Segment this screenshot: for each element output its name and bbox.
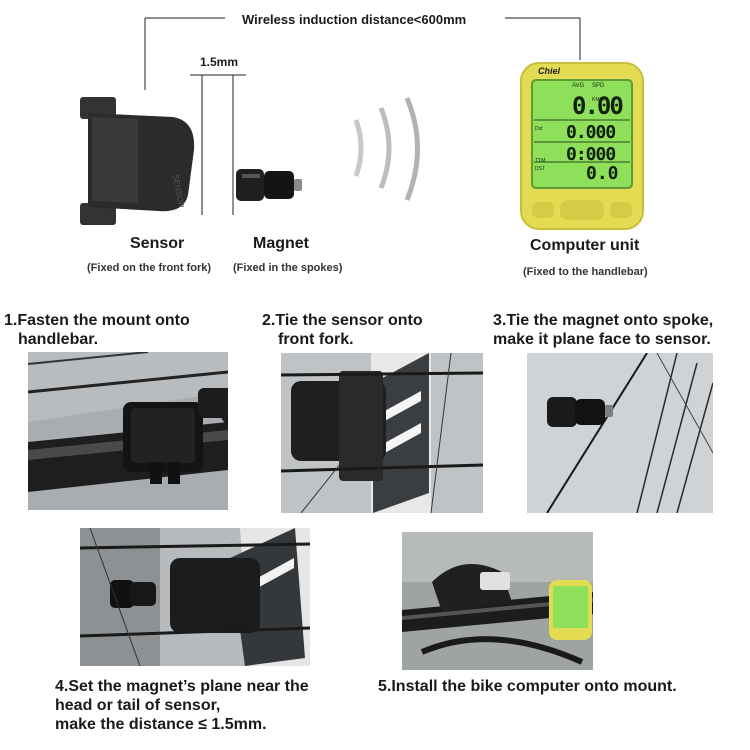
sensor-name: Sensor: [130, 235, 185, 252]
device-odo-tag: DST: [535, 166, 545, 172]
device-kmh-label: KM/H: [592, 97, 605, 103]
device-brand: Chiel: [538, 66, 561, 76]
sensor-image: SENSOR: [78, 95, 200, 230]
wireless-distance-label: Wireless induction distance<600mm: [242, 12, 467, 27]
magnet-image: [234, 165, 306, 205]
step-2-text: 2.Tie the sensor onto front fork.: [262, 312, 423, 348]
step-4-photo: [80, 528, 310, 666]
computer-unit-image: [520, 62, 644, 230]
step-4-text: 4.Set the magnet’s plane near the head o…: [55, 678, 309, 733]
device-odo-readout: 0.0: [586, 163, 619, 184]
dimension-lines: [144, 17, 581, 215]
computer-name: Computer unit: [530, 237, 640, 254]
device-dst-tag: Dst: [535, 126, 543, 132]
sensor-note: (Fixed on the front fork): [87, 262, 212, 274]
device-trip-readout: 0.000: [566, 122, 616, 143]
wireless-wave-icon: [353, 119, 364, 177]
step-5-text: 5.Install the bike computer onto mount.: [378, 678, 677, 695]
step-5-photo: [402, 532, 593, 670]
device-avg-label: AVG: [572, 83, 585, 89]
device-time-readout: 0:000: [566, 144, 616, 165]
device-speed-readout: 0.00: [572, 92, 624, 120]
magnet-note: (Fixed in the spokes): [233, 262, 343, 274]
step-2-photo: [281, 353, 483, 513]
device-spd-label: SPD: [592, 83, 605, 89]
distance-dimension: [0, 0, 750, 300]
step-1-photo: [28, 352, 228, 510]
step-1-text: 1.Fasten the mount onto handlebar.: [4, 312, 190, 348]
gap-label: 1.5mm: [200, 55, 239, 69]
step-3-text: 3.Tie the magnet onto spoke, make it pla…: [493, 312, 714, 348]
magnet-name: Magnet: [253, 235, 309, 252]
device-tm-tag: TTM: [535, 158, 546, 164]
step-3-photo: [527, 353, 713, 513]
computer-note: (Fixed to the handlebar): [523, 266, 648, 278]
